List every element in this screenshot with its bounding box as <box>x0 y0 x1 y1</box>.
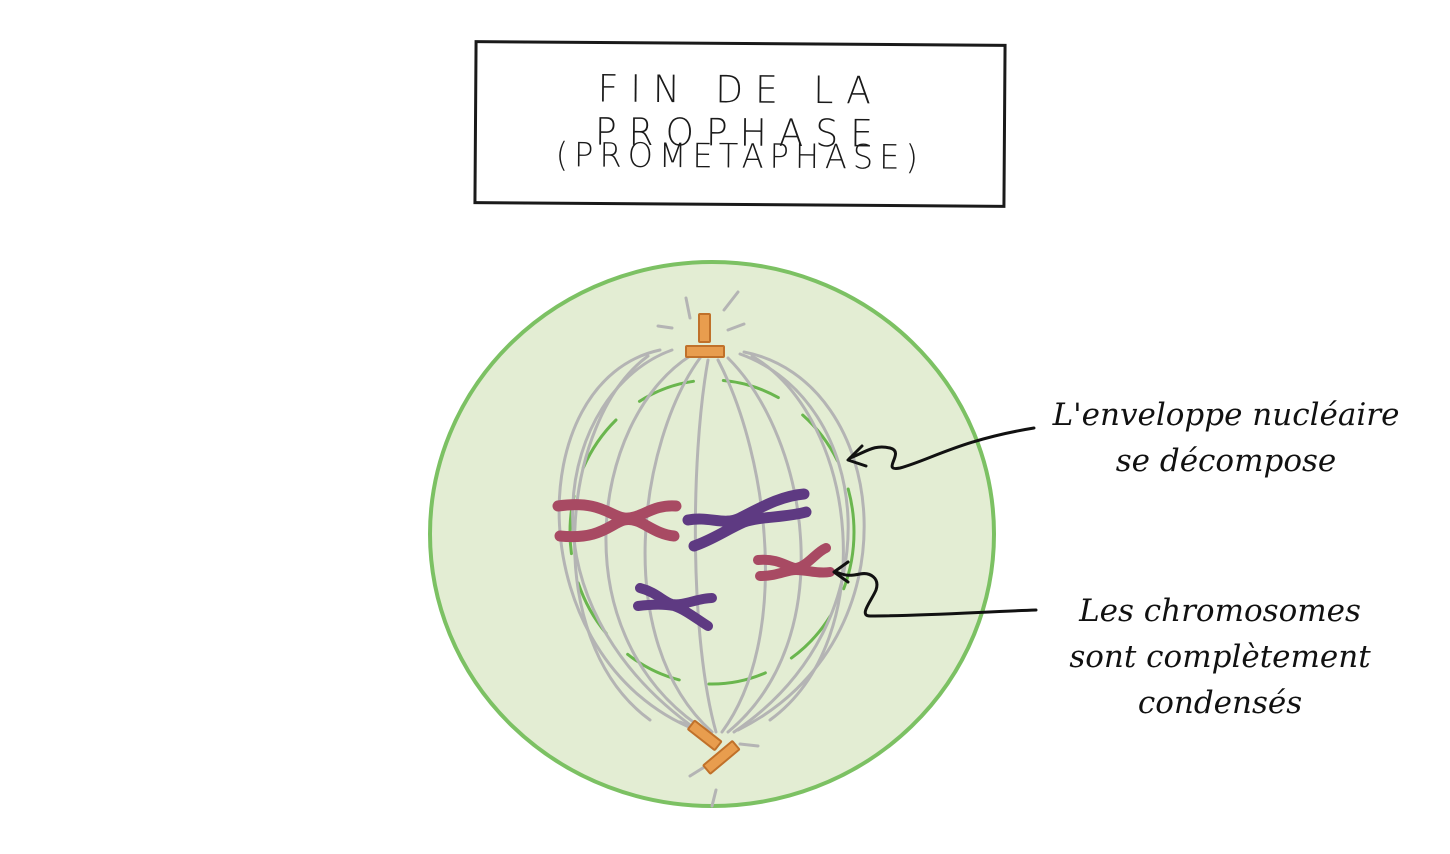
spindle-fiber <box>732 352 850 734</box>
label-chromosomes: Les chromosomes sont complètement conden… <box>1060 588 1380 726</box>
chromosome-red-left <box>552 499 682 543</box>
annotation-arrows <box>832 426 1038 618</box>
astral-ray <box>726 322 746 332</box>
chromatid <box>633 599 713 631</box>
astral-ray <box>688 764 708 778</box>
astral-ray <box>678 720 692 728</box>
astral-ray <box>710 788 718 808</box>
centriole-top-horizontal <box>685 345 725 358</box>
chromosome-red-right <box>753 543 835 581</box>
centrosomes <box>685 313 741 775</box>
spindle-fiber <box>716 358 767 734</box>
astral-ray <box>722 290 740 312</box>
chromatid <box>688 506 812 552</box>
chromosomes <box>552 488 835 631</box>
chromatid <box>755 564 835 581</box>
label-line: sont complètement <box>1069 639 1371 675</box>
spindle-fiber <box>726 356 803 734</box>
label-line: se décompose <box>1115 443 1337 479</box>
chromosome-purple-center <box>682 488 812 552</box>
centriole-bottom-2 <box>702 740 741 775</box>
arrow-chromosomes-head <box>832 560 850 584</box>
centriole-bottom-1 <box>687 719 723 751</box>
arrow-envelope-line <box>848 426 1036 470</box>
spindle-fiber <box>750 354 845 722</box>
astral-ray <box>738 742 760 748</box>
label-line: L'enveloppe nucléaire <box>1052 397 1400 433</box>
chromosome-purple-small <box>633 583 717 631</box>
astral-ray <box>656 324 674 330</box>
chromatid <box>554 513 680 543</box>
spindle-fiber <box>736 350 866 732</box>
label-line: condensés <box>1137 685 1303 721</box>
astral-ray <box>684 296 692 320</box>
label-line: Les chromosomes <box>1079 593 1361 629</box>
centriole-top-vertical <box>698 313 711 343</box>
label-nuclear-envelope: L'enveloppe nucléaire se décompose <box>1046 392 1406 484</box>
spindle-fiber <box>643 356 714 734</box>
arrow-envelope-head <box>846 444 868 468</box>
spindle-fiber <box>557 348 698 732</box>
arrow-chromosomes-line <box>834 570 1038 618</box>
